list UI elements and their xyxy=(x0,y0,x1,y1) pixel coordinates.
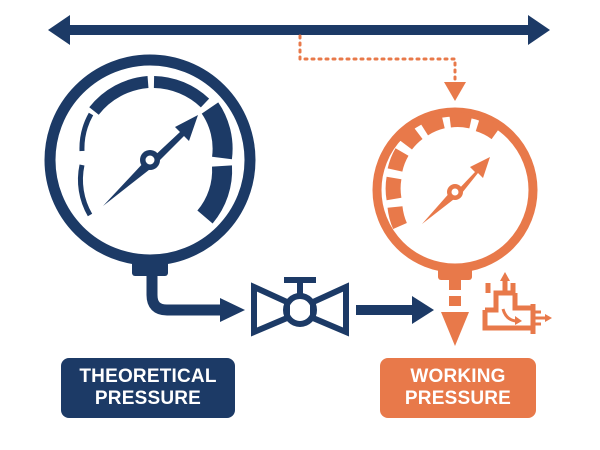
relief-valve-icon xyxy=(482,278,545,334)
pressure-gauge-icon xyxy=(372,107,538,346)
relief-curve-arrow-icon xyxy=(515,316,522,325)
theoretical-label-line1: THEORETICAL xyxy=(79,366,217,387)
valve-icon xyxy=(251,277,349,337)
pressure-gauge-icon xyxy=(44,54,256,322)
double-headed-arrow-icon xyxy=(48,15,550,45)
working-label-line1: WORKING xyxy=(410,366,506,387)
working-label-line2: PRESSURE xyxy=(404,388,512,409)
theoretical-label-line2: PRESSURE xyxy=(94,388,202,409)
flow-arrow-icon xyxy=(356,296,434,324)
relief-side-arrow-icon xyxy=(545,314,552,322)
theoretical-pressure-label: THEORETICAL PRESSURE xyxy=(61,358,235,418)
relief-up-arrow-icon xyxy=(500,272,510,281)
working-pressure-label: WORKING PRESSURE xyxy=(380,358,536,418)
dotted-arrow-icon xyxy=(298,34,466,101)
